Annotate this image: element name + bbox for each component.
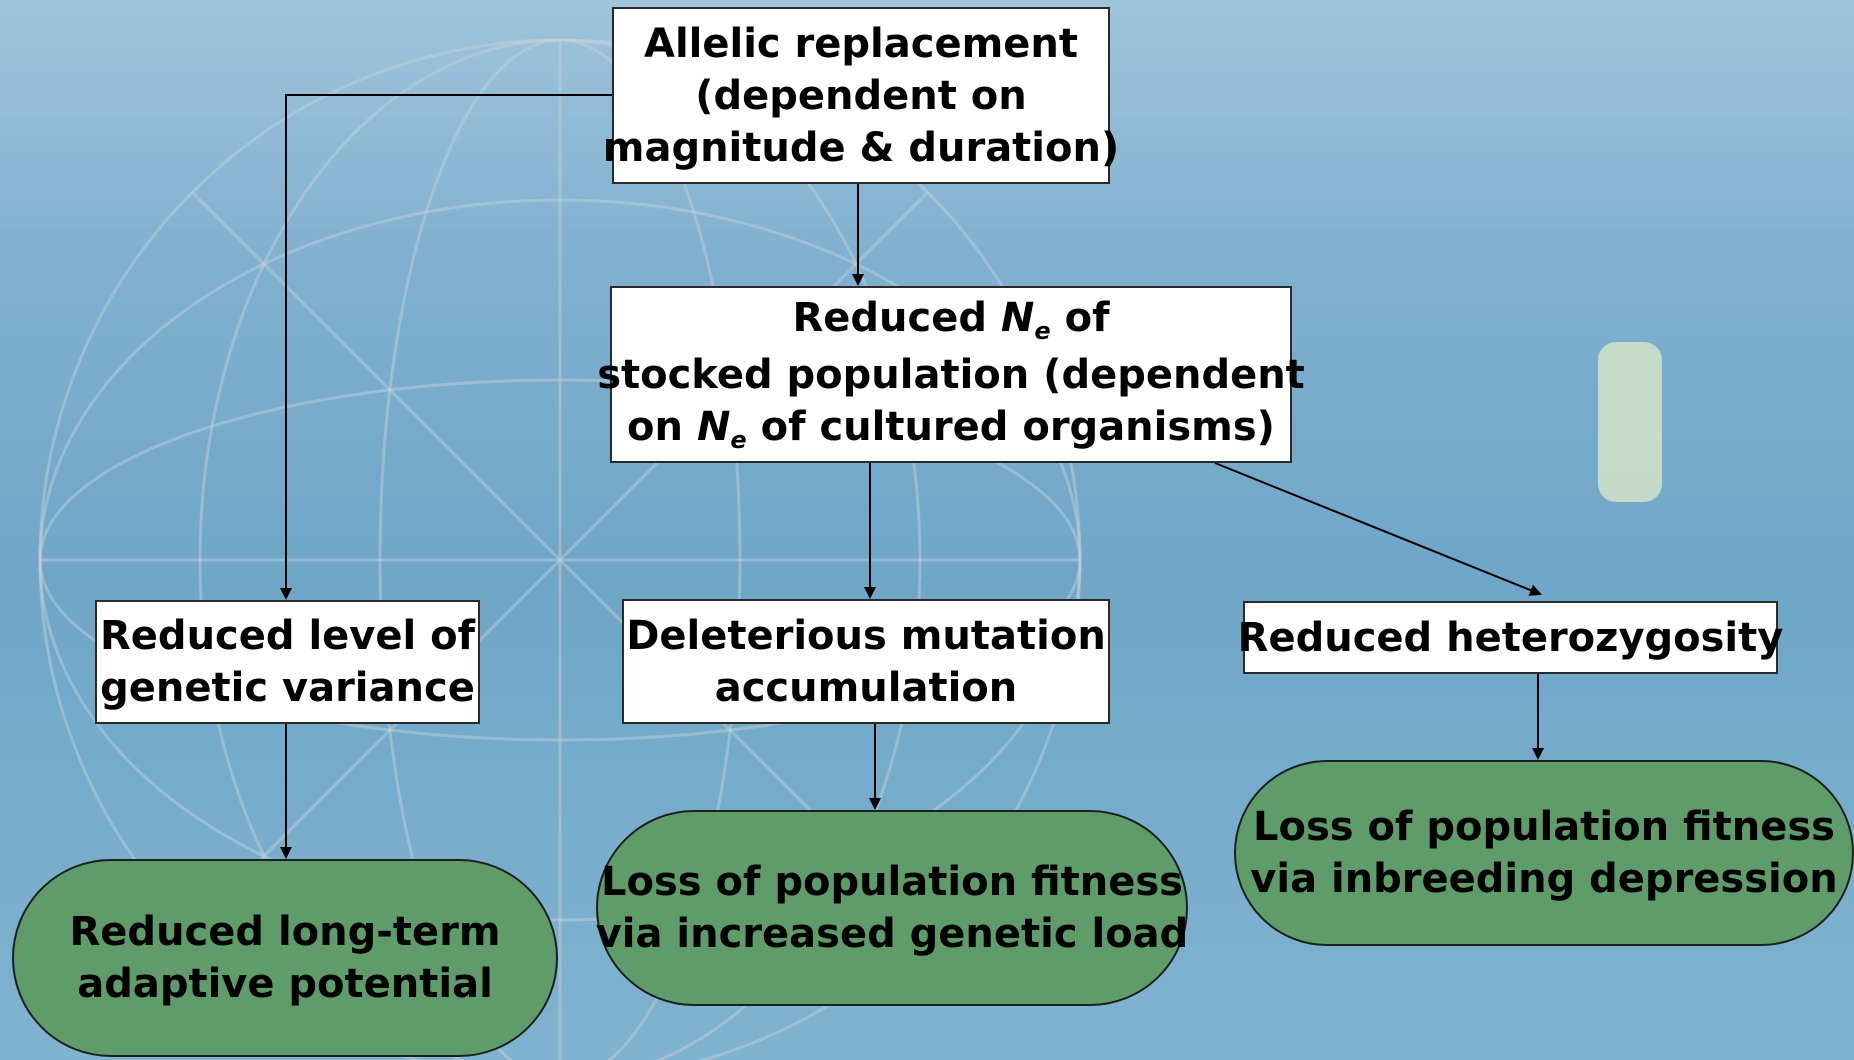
node-text-line: stocked population (dependent <box>597 351 1305 398</box>
text-fragment: of cultured organisms) <box>746 403 1275 450</box>
node-text-line: Allelic replacement <box>643 20 1078 67</box>
ne-symbol: Ne <box>1000 294 1051 345</box>
arrow-reduced-ne-to-heterozygosity <box>1214 462 1542 596</box>
node-text-line: Reduced long-term <box>69 909 501 955</box>
text-fragment: of <box>1050 294 1110 341</box>
node-text-line: accumulation <box>714 664 1018 711</box>
node-text-line: Reduced heterozygosity <box>1237 614 1784 661</box>
ne-subscript: e <box>730 425 747 454</box>
node-genetic-variance: Reduced level of genetic variance <box>95 600 480 724</box>
node-text-line: Deleterious mutation <box>626 612 1106 659</box>
ne-letter: N <box>1000 294 1035 341</box>
node-text-line: via increased genetic load <box>595 911 1189 957</box>
arrow-allelic-to-variance <box>280 94 612 600</box>
node-text-line: Reduced Ne of <box>792 292 1109 349</box>
node-heterozygosity: Reduced heterozygosity <box>1238 601 1783 674</box>
node-text-line: (dependent on <box>695 72 1027 119</box>
node-text-line: Reduced level of <box>100 613 475 659</box>
node-text-line: Loss of population fitness <box>1253 804 1835 850</box>
node-text-line: on Ne of cultured organisms) <box>627 401 1275 458</box>
node-text-line: adaptive potential <box>77 961 493 1007</box>
outcome-genetic-load: Loss of population fitness via increased… <box>596 810 1188 1006</box>
ne-letter: N <box>696 403 731 450</box>
outcome-adaptive-potential: Reduced long-term adaptive potential <box>12 859 558 1057</box>
node-allelic-replacement: Allelic replacement (dependent on magnit… <box>603 7 1119 184</box>
node-text-line: magnitude & duration) <box>602 124 1120 171</box>
node-text-line: Loss of population fitness <box>601 859 1183 905</box>
ne-symbol: Ne <box>696 403 747 454</box>
node-text-line: via inbreeding depression <box>1250 856 1838 902</box>
ne-subscript: e <box>1034 316 1051 345</box>
text-fragment: on <box>627 403 697 450</box>
outcome-inbreeding-depression: Loss of population fitness via inbreedin… <box>1234 760 1854 946</box>
node-text-line: genetic variance <box>100 665 475 711</box>
node-reduced-ne: Reduced Ne of stocked population (depend… <box>597 286 1305 463</box>
text-fragment: Reduced <box>792 294 1001 341</box>
node-mutation-accumulation: Deleterious mutation accumulation <box>622 599 1110 724</box>
